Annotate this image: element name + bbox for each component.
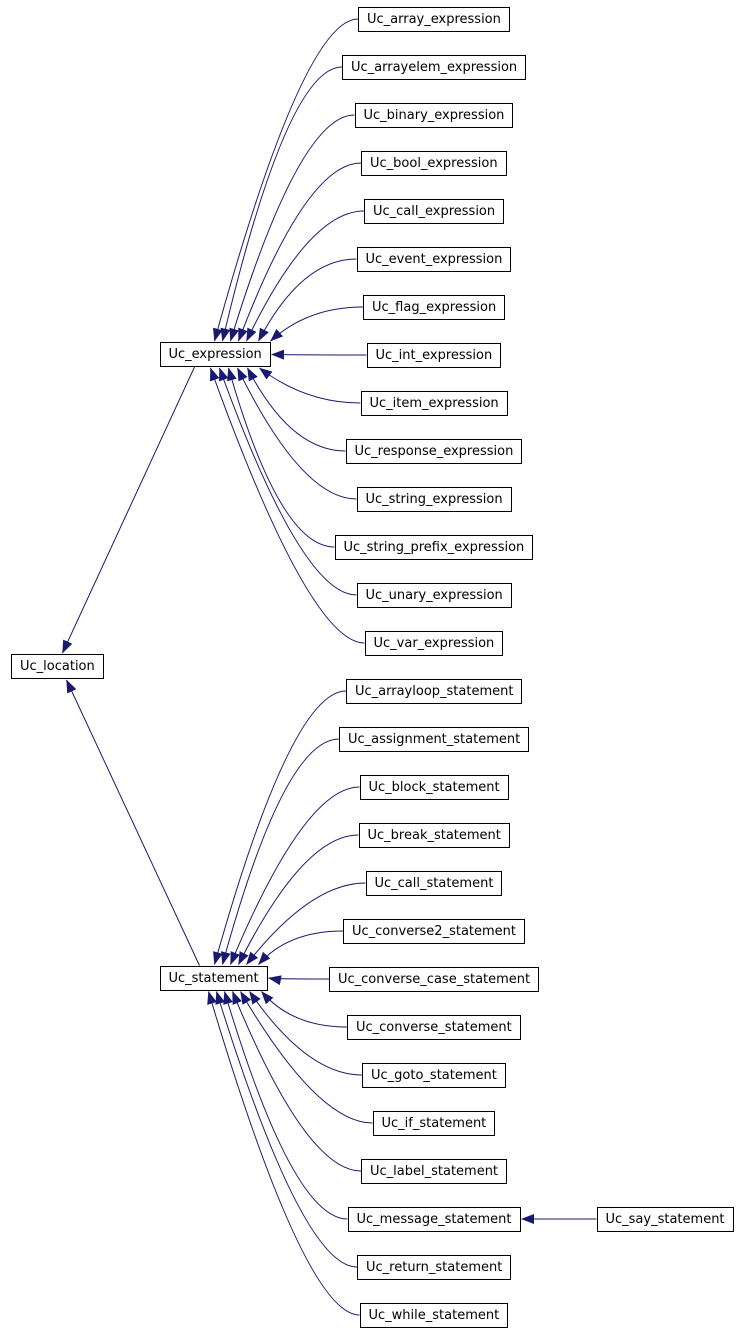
node-uc-message-statement[interactable]: Uc_message_statement <box>347 1206 521 1232</box>
edge-uc-var-expression-to-uc-expression <box>210 367 365 644</box>
edge-uc-if-statement-to-uc-statement <box>240 991 373 1124</box>
edge-uc-goto-statement-to-uc-statement <box>249 991 363 1076</box>
edge-uc-string-expression-to-uc-expression <box>237 367 357 500</box>
node-uc-break-statement[interactable]: Uc_break_statement <box>358 822 510 848</box>
node-uc-string-prefix-expression[interactable]: Uc_string_prefix_expression <box>334 534 534 560</box>
edge-uc-arrayelem-expression-to-uc-expression <box>220 66 343 342</box>
node-uc-arrayloop-statement[interactable]: Uc_arrayloop_statement <box>346 678 523 704</box>
edge-uc-block-statement-to-uc-statement <box>230 786 360 965</box>
node-uc-response-expression[interactable]: Uc_response_expression <box>345 438 523 464</box>
node-uc-label-statement[interactable]: Uc_label_statement <box>361 1158 508 1184</box>
node-uc-assignment-statement[interactable]: Uc_assignment_statement <box>339 726 530 752</box>
node-uc-expression[interactable]: Uc_expression <box>159 342 271 367</box>
node-uc-return-statement[interactable]: Uc_return_statement <box>357 1254 512 1280</box>
node-uc-var-expression[interactable]: Uc_var_expression <box>364 630 504 656</box>
edge-uc-assignment-statement-to-uc-statement <box>220 738 340 965</box>
edge-uc-label-statement-to-uc-statement <box>232 991 362 1172</box>
edge-uc-break-statement-to-uc-statement <box>238 834 359 965</box>
node-uc-int-expression[interactable]: Uc_int_expression <box>366 342 502 368</box>
edge-uc-converse-case-statement-to-uc-statement <box>268 975 330 986</box>
node-uc-say-statement[interactable]: Uc_say_statement <box>596 1206 734 1232</box>
node-uc-arrayelem-expression[interactable]: Uc_arrayelem_expression <box>342 54 527 80</box>
edge-uc-while-statement-to-uc-statement <box>207 991 360 1316</box>
edge-uc-item-expression-to-uc-expression <box>259 367 361 404</box>
edge-uc-statement-to-uc-location <box>66 679 200 966</box>
node-uc-unary-expression[interactable]: Uc_unary_expression <box>356 582 512 608</box>
edge-uc-array-expression-to-uc-expression <box>212 18 359 342</box>
edge-uc-int-expression-to-uc-expression <box>271 349 367 360</box>
edge-uc-converse-statement-to-uc-statement <box>261 991 348 1028</box>
edge-uc-event-expression-to-uc-expression <box>258 258 357 342</box>
node-uc-call-expression[interactable]: Uc_call_expression <box>364 198 505 224</box>
node-uc-converse2-statement[interactable]: Uc_converse2_statement <box>343 918 526 944</box>
edge-uc-converse2-statement-to-uc-statement <box>258 930 344 965</box>
node-uc-string-expression[interactable]: Uc_string_expression <box>356 486 512 512</box>
node-uc-array-expression[interactable]: Uc_array_expression <box>358 6 510 32</box>
node-uc-binary-expression[interactable]: Uc_binary_expression <box>354 102 514 128</box>
edge-uc-return-statement-to-uc-statement <box>215 991 358 1268</box>
edge-uc-binary-expression-to-uc-expression <box>229 114 355 342</box>
edge-uc-string-prefix-expression-to-uc-expression <box>227 367 335 548</box>
edge-uc-arrayloop-statement-to-uc-statement <box>213 690 347 965</box>
edge-uc-flag-expression-to-uc-expression <box>270 306 364 342</box>
node-uc-if-statement[interactable]: Uc_if_statement <box>372 1110 496 1136</box>
edge-uc-unary-expression-to-uc-expression <box>219 367 357 596</box>
node-uc-statement[interactable]: Uc_statement <box>159 965 268 991</box>
node-uc-call-statement[interactable]: Uc_call_statement <box>365 870 503 896</box>
edge-uc-bool-expression-to-uc-expression <box>238 162 362 342</box>
node-uc-item-expression[interactable]: Uc_item_expression <box>360 390 508 416</box>
node-uc-converse-case-statement[interactable]: Uc_converse_case_statement <box>329 966 540 992</box>
edge-uc-expression-to-uc-location <box>62 366 195 654</box>
node-uc-block-statement[interactable]: Uc_block_statement <box>359 774 509 800</box>
edge-uc-call-statement-to-uc-statement <box>246 882 366 965</box>
node-uc-bool-expression[interactable]: Uc_bool_expression <box>361 150 507 176</box>
node-uc-location[interactable]: Uc_location <box>11 654 104 679</box>
node-uc-event-expression[interactable]: Uc_event_expression <box>356 246 512 272</box>
edge-uc-call-expression-to-uc-expression <box>246 210 365 342</box>
edge-uc-message-statement-to-uc-statement <box>223 991 348 1220</box>
node-uc-flag-expression[interactable]: Uc_flag_expression <box>363 294 506 320</box>
edge-uc-response-expression-to-uc-expression <box>247 367 346 452</box>
node-uc-while-statement[interactable]: Uc_while_statement <box>359 1302 509 1328</box>
node-uc-goto-statement[interactable]: Uc_goto_statement <box>362 1062 506 1088</box>
node-uc-converse-statement[interactable]: Uc_converse_statement <box>347 1014 521 1040</box>
